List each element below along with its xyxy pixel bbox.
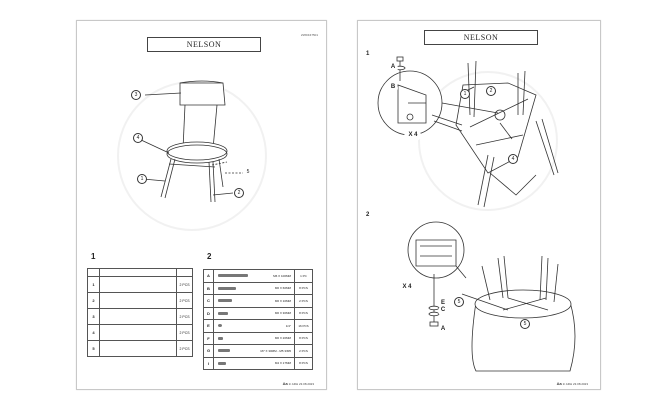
bolt-icon bbox=[218, 286, 236, 290]
callout-1: 1 bbox=[460, 89, 470, 99]
hardware-letter: G bbox=[203, 344, 214, 358]
hardware-letter: I bbox=[203, 356, 214, 370]
table-row: 5 2 PCS bbox=[87, 340, 193, 357]
part-number: 3 bbox=[87, 308, 100, 325]
step-2-label: 2 bbox=[366, 212, 370, 218]
page-footer: Aa 1/ ARH 23.08.2023 bbox=[556, 381, 588, 386]
watermark bbox=[117, 81, 267, 231]
hardware-desc: M6 X 30MM bbox=[213, 306, 295, 320]
label-a: A bbox=[438, 325, 448, 335]
callout-1: 1 bbox=[137, 174, 147, 184]
hardware-letter: B bbox=[203, 281, 214, 295]
callout-4: 4 bbox=[508, 154, 518, 164]
hardware-desc: M6 X 20MM bbox=[213, 331, 295, 345]
parts-sheet: NELSON ZWDF47501 3 4 5 1 2 1 2 1 2 PCS bbox=[76, 20, 327, 390]
hardware-letter: D bbox=[203, 306, 214, 320]
callout-3: 3 bbox=[131, 90, 141, 100]
hardware-qty: 2 PCS bbox=[294, 344, 313, 358]
hardware-letter: A bbox=[203, 269, 214, 283]
quantity-x4: X 4 bbox=[404, 131, 422, 141]
hardware-qty: 8 PCS bbox=[294, 331, 313, 345]
part-qty: 2 PCS bbox=[176, 308, 193, 325]
part-number: 5 bbox=[87, 340, 100, 357]
section-2-label: 2 bbox=[207, 252, 212, 261]
hardware-qty: 1 PC bbox=[294, 269, 313, 283]
hardware-desc: M6 X 10MM bbox=[213, 294, 295, 308]
part-qty: 2 PCS bbox=[176, 276, 193, 293]
label-a: A bbox=[388, 63, 398, 73]
part-qty: 2 PCS bbox=[176, 340, 193, 357]
part-qty: 2 PCS bbox=[176, 292, 193, 309]
label-c: C bbox=[438, 306, 448, 316]
part-number: 4 bbox=[87, 324, 100, 341]
nut-icon bbox=[218, 336, 223, 340]
part-qty: 2 PCS bbox=[176, 324, 193, 341]
watermark bbox=[418, 71, 558, 211]
table-row: 3 2 PCS bbox=[87, 308, 193, 325]
part-number: 1 bbox=[87, 276, 100, 293]
quantity-x4: X 4 bbox=[398, 283, 416, 293]
label-b: B bbox=[388, 83, 398, 93]
hardware-desc: M6 X 100MM bbox=[213, 269, 295, 283]
hardware-qty: 16 PCS bbox=[294, 319, 313, 333]
document-code: ZWDF47501 bbox=[300, 33, 318, 37]
callout-2: 2 bbox=[486, 86, 496, 96]
callout-5: 5 bbox=[520, 319, 530, 329]
callout-2: 2 bbox=[234, 188, 244, 198]
hardware-desc: 1/4" bbox=[213, 319, 295, 333]
table-row: 1 2 PCS bbox=[87, 276, 193, 293]
callout-4: 4 bbox=[133, 133, 143, 143]
hardware-qty: 8 PCS bbox=[294, 306, 313, 320]
step-1-label: 1 bbox=[366, 51, 370, 57]
parts-list-table: 1 2 PCS 2 2 PCS 3 2 PCS 4 2 PCS 5 2 PCS bbox=[87, 268, 193, 357]
page-title: NELSON bbox=[144, 37, 264, 55]
assembly-sheet: NELSON 1 A B X 4 1 2 4 bbox=[357, 20, 601, 390]
table-row: 2 2 PCS bbox=[87, 292, 193, 309]
hardware-qty: 8 PCS bbox=[294, 356, 313, 370]
section-1-label: 1 bbox=[91, 252, 96, 261]
hardware-qty: 8 PCS bbox=[294, 281, 313, 295]
page-footer: Aa 1/ ARH 23.08.2023 bbox=[282, 381, 314, 386]
hardware-desc: M4 X 17MM bbox=[213, 356, 295, 370]
hardware-letter: E bbox=[203, 319, 214, 333]
hardware-desc: M7 X 30MM - M5 3/M5 bbox=[213, 344, 295, 358]
part-number: 2 bbox=[87, 292, 100, 309]
label-e: E bbox=[438, 299, 448, 309]
hardware-letter: F bbox=[203, 331, 214, 345]
screw-icon bbox=[218, 311, 228, 315]
page-title: NELSON bbox=[421, 30, 541, 48]
bolt-icon bbox=[218, 274, 248, 277]
washer-icon bbox=[218, 324, 222, 327]
hardware-letter: C bbox=[203, 294, 214, 308]
table-row: 4 2 PCS bbox=[87, 324, 193, 341]
screw-icon bbox=[218, 299, 232, 302]
chair-illustration bbox=[138, 80, 243, 203]
allen-key-icon bbox=[218, 349, 230, 352]
cap-icon bbox=[218, 361, 226, 365]
callout-5: 5 bbox=[454, 297, 464, 307]
step-1-illustration bbox=[377, 56, 559, 208]
hardware-desc: M6 X 60MM bbox=[213, 281, 295, 295]
hardware-qty: 2 PCS bbox=[294, 294, 313, 308]
callout-5: 5 bbox=[243, 168, 253, 178]
step-2-illustration bbox=[407, 221, 576, 372]
